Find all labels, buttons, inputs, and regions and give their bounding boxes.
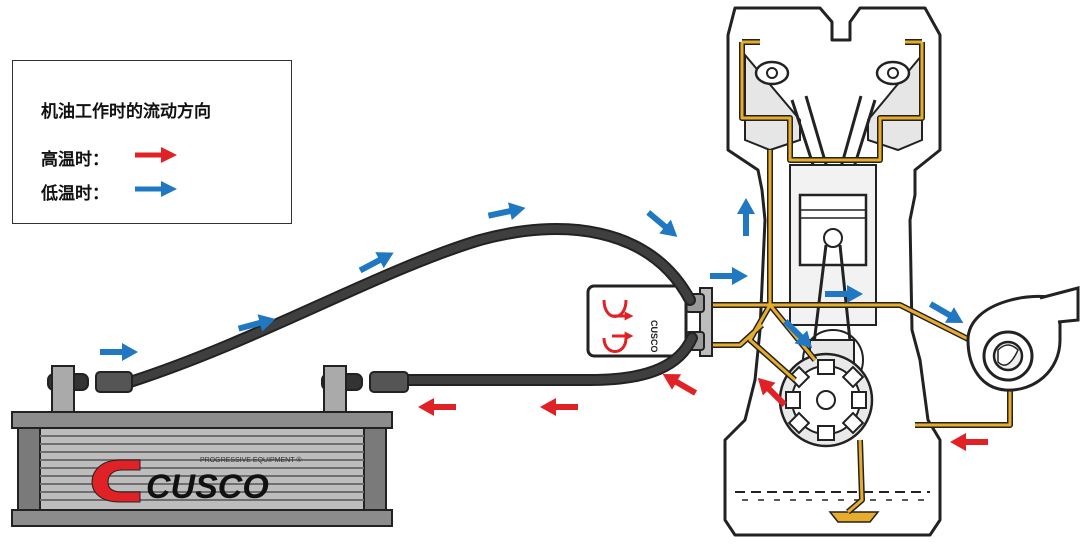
blue-arrow-icon	[135, 181, 177, 197]
thermostat-brand: CUSCO	[649, 320, 659, 353]
low-temp-arrow	[737, 198, 755, 236]
oil-hoses	[124, 223, 698, 388]
hose-fittings	[47, 371, 409, 393]
low-temp-arrow	[646, 210, 678, 237]
low-temp-arrow	[928, 301, 964, 323]
low-temp-arrow	[487, 202, 526, 220]
red-arrow-icon	[135, 147, 177, 163]
low-temp-arrow	[100, 343, 138, 361]
oil-gallery-fill	[700, 40, 1012, 514]
legend-title: 机油工作时的流动方向	[41, 102, 211, 122]
low-temp-arrow	[358, 252, 394, 274]
engine-icon	[723, 6, 942, 537]
legend: 机油工作时的流动方向 高温时： 低温时：	[12, 60, 292, 224]
high-temp-arrow	[757, 377, 787, 407]
turbocharger-icon	[966, 286, 1080, 392]
high-temp-arrow	[418, 398, 456, 416]
oil-pump-icon	[778, 352, 874, 448]
low-temp-arrow	[710, 267, 748, 285]
high-temp-arrow	[662, 374, 698, 396]
legend-high-temp: 高温时：	[41, 145, 177, 170]
legend-low-temp: 低温时：	[41, 179, 177, 204]
high-temp-flow-arrows	[418, 374, 988, 451]
low-temp-flow-arrows	[100, 198, 964, 361]
thermostat-block-icon: CUSCO	[586, 284, 713, 358]
low-temp-arrow	[237, 314, 276, 332]
cooler-tagline: PROGRESSIVE EQUIPMENT ®	[200, 456, 302, 464]
high-temp-arrow	[950, 433, 988, 451]
low-temp-arrow	[825, 285, 863, 303]
oil-cooler-icon: CUSCO PROGRESSIVE EQUIPMENT ®	[11, 365, 393, 527]
high-temp-arrow	[540, 398, 578, 416]
legend-high-temp-label: 高温时：	[41, 150, 109, 170]
legend-low-temp-label: 低温时：	[41, 184, 109, 204]
cooler-brand: CUSCO	[146, 468, 269, 506]
low-temp-arrow	[783, 319, 813, 349]
